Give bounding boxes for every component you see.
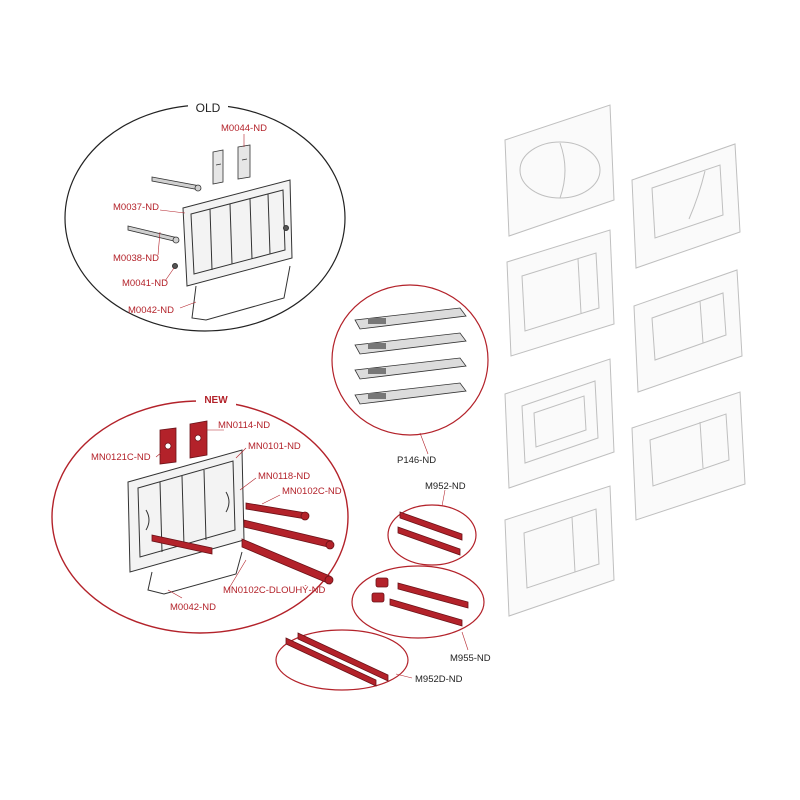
old-leaders — [157, 134, 245, 309]
m952-rods — [397, 511, 463, 556]
old-frame — [172, 179, 293, 287]
label-mn0102c-long: MN0102C-DLOUHÝ-ND — [223, 585, 326, 596]
m952-leader — [441, 489, 446, 507]
new-clip-parts — [159, 420, 208, 465]
flush-plate-framed — [504, 358, 615, 489]
new-leaders — [155, 429, 281, 599]
new-frame — [127, 449, 245, 573]
m952d-rods — [285, 632, 389, 687]
new-header: NEW — [204, 395, 228, 406]
flush-plate-square — [506, 229, 615, 357]
new-rod-parts — [151, 502, 335, 585]
flush-plate-rounded — [504, 485, 615, 617]
p146-group: P146-ND — [331, 284, 489, 466]
m955-ellipse — [351, 565, 485, 639]
m952d-leader — [395, 673, 413, 679]
old-group: OLD — [64, 100, 346, 332]
label-p146: P146-ND — [397, 455, 436, 466]
m955-parts — [371, 577, 469, 627]
label-m0038: M0038-ND — [113, 253, 159, 264]
m955-leader — [461, 631, 469, 651]
label-mn0101: MN0101-ND — [248, 441, 301, 452]
p146-boards — [354, 307, 467, 405]
label-m0042-new: M0042-ND — [170, 602, 216, 613]
flush-plate-wave — [631, 143, 741, 269]
label-mn0114: MN0114-ND — [218, 420, 270, 431]
new-group: NEW — [51, 393, 349, 634]
flush-plate-oval — [504, 104, 615, 237]
label-m0041: M0041-ND — [122, 278, 168, 289]
m952-group: M952-ND — [387, 481, 477, 566]
label-mn0102c: MN0102C-ND — [282, 486, 342, 497]
m952-ellipse — [387, 504, 477, 566]
m955-group: M955-ND — [351, 565, 491, 664]
old-rod-parts — [127, 176, 202, 244]
label-mn0121c: MN0121C-ND — [91, 452, 151, 463]
flush-plate-slim — [631, 391, 746, 521]
flush-plate-dual — [633, 269, 743, 393]
label-m0037: M0037-ND — [113, 202, 159, 213]
label-m952d: M952D-ND — [415, 674, 463, 685]
old-clip-parts — [212, 144, 251, 185]
label-m952: M952-ND — [425, 481, 466, 492]
m952d-group: M952D-ND — [275, 629, 463, 691]
p146-ellipse — [331, 284, 489, 436]
new-hanger-wire — [147, 551, 243, 595]
label-m0042-old: M0042-ND — [128, 305, 174, 316]
flush-plates — [504, 104, 746, 617]
label-m955: M955-ND — [450, 653, 491, 664]
old-hanger-wire — [191, 265, 291, 321]
label-mn0118: MN0118-ND — [258, 471, 310, 482]
label-m0044: M0044-ND — [221, 123, 267, 134]
p146-leader — [419, 432, 429, 455]
old-header: OLD — [196, 101, 221, 115]
m952d-ellipse — [275, 629, 409, 691]
